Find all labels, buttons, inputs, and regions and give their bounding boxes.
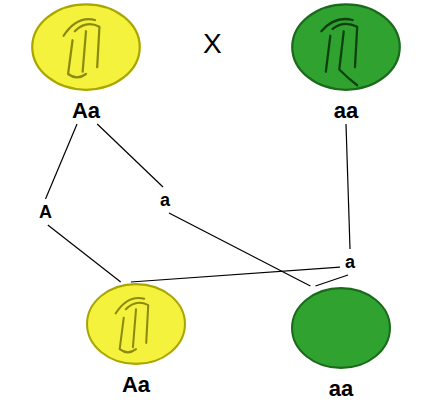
cross-line <box>346 124 350 249</box>
gamete-node: A <box>34 199 57 225</box>
gamete-node: a <box>155 187 175 213</box>
pea-seed <box>290 2 402 92</box>
genotype-label: Aa <box>85 372 187 398</box>
cross-line <box>97 124 163 187</box>
pea-seed <box>290 286 392 370</box>
gamete-allele: a <box>155 187 175 213</box>
gamete-allele: a <box>340 249 360 275</box>
pea-node: aa <box>290 2 402 124</box>
cross-line <box>169 213 310 286</box>
pea-node: Aa <box>85 282 187 398</box>
cross-line <box>131 267 340 282</box>
pea-seed <box>30 2 142 92</box>
genotype-label: Aa <box>30 98 142 124</box>
pea-node: Aa <box>30 2 142 124</box>
cross-symbol: X <box>203 28 222 60</box>
pea-node: aa <box>290 286 392 402</box>
cross-line <box>316 275 349 286</box>
gamete-allele: A <box>34 199 57 225</box>
cross-line <box>46 124 78 199</box>
pea-seed <box>85 282 187 366</box>
gamete-node: a <box>340 249 360 275</box>
cross-line <box>48 225 121 282</box>
genotype-label: aa <box>290 376 392 402</box>
genotype-label: aa <box>290 98 402 124</box>
